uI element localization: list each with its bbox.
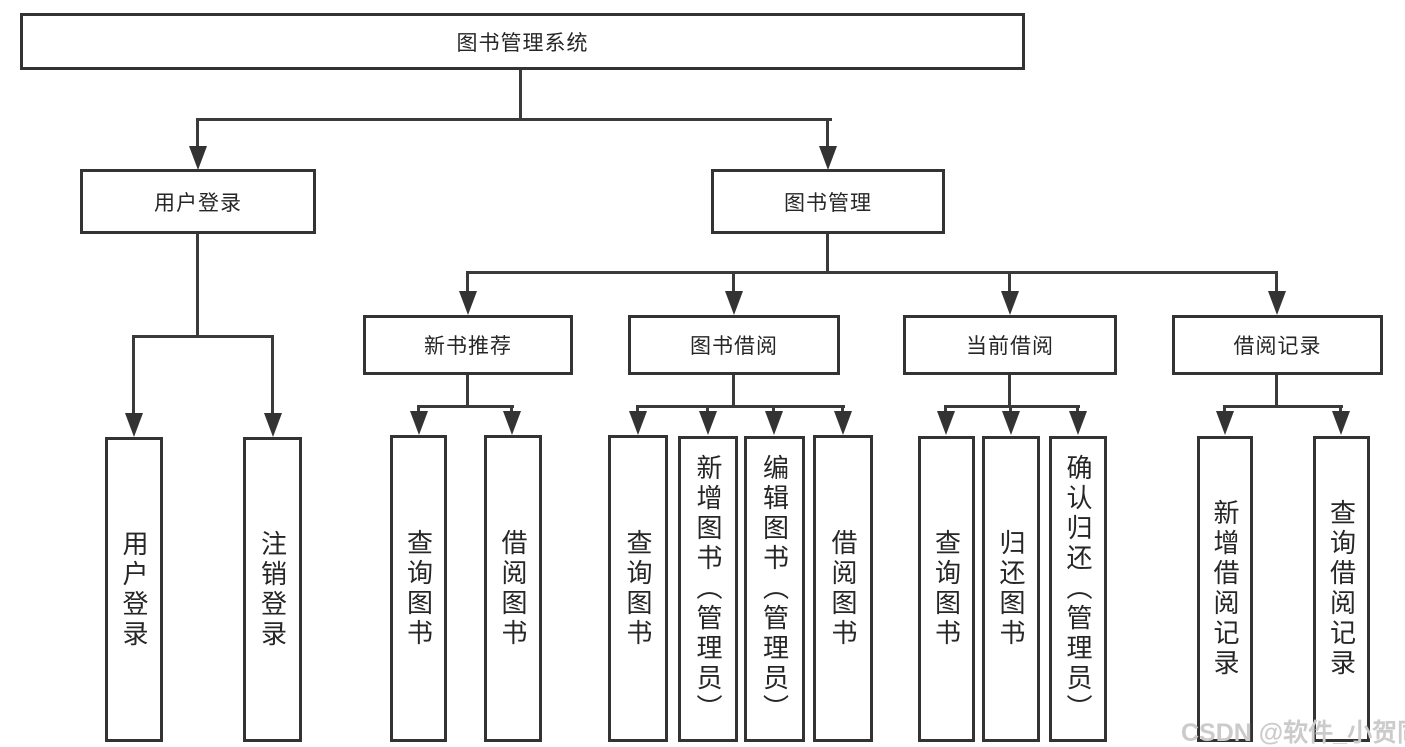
connector-line: [196, 234, 199, 335]
connector-line: [271, 335, 274, 415]
node-add-books-admin: 新增图书（管理员）: [678, 436, 738, 742]
node-user-login-leaf: 用户登录: [105, 437, 163, 742]
connector-line: [466, 271, 1278, 274]
node-library-management-system: 图书管理系统: [20, 13, 1025, 70]
connector-line: [826, 118, 829, 148]
arrow-down-icon: [189, 146, 207, 170]
node-current-borrowing: 当前借阅: [903, 315, 1117, 375]
node-query-borrow-record: 查询借阅记录: [1313, 436, 1370, 742]
node-return-books: 归还图书: [982, 436, 1040, 742]
arrow-down-icon: [699, 411, 717, 435]
node-label: 借阅图书: [828, 528, 858, 649]
connector-line: [826, 234, 829, 274]
connector-line: [196, 118, 199, 148]
arrow-down-icon: [503, 411, 521, 435]
node-new-book-recommendation: 新书推荐: [363, 315, 573, 375]
node-confirm-return-admin: 确认归还（管理员）: [1049, 436, 1107, 742]
arrow-down-icon: [264, 413, 282, 437]
arrow-down-icon: [765, 411, 783, 435]
node-label: 编辑图书（管理员）: [759, 454, 790, 724]
arrow-down-icon: [1268, 291, 1286, 315]
node-edit-books-admin: 编辑图书（管理员）: [744, 436, 805, 742]
node-book-management: 图书管理: [711, 169, 945, 234]
connector-line: [466, 375, 469, 408]
connector-line: [417, 405, 420, 413]
connector-line: [841, 405, 844, 413]
arrow-down-icon: [629, 411, 647, 435]
connector-line: [636, 405, 845, 408]
node-label: 注销登录: [257, 529, 288, 650]
connector-line: [466, 271, 469, 293]
node-label: 用户登录: [154, 191, 242, 215]
connector-line: [732, 375, 735, 408]
node-borrow-books-leaf: 借阅图书: [813, 435, 873, 742]
connector-line: [132, 335, 274, 338]
connector-line: [944, 405, 1080, 408]
connector-line: [1275, 375, 1278, 408]
node-add-borrow-record: 新增借阅记录: [1197, 436, 1253, 742]
node-label: 新增借阅记录: [1210, 499, 1240, 679]
arrow-down-icon: [1216, 411, 1234, 435]
connector-line: [1275, 271, 1278, 293]
node-logout-leaf: 注销登录: [243, 437, 302, 742]
node-label: 查询图书: [623, 528, 653, 649]
node-label: 借阅记录: [1233, 335, 1322, 358]
node-borrow-books-recommend: 借阅图书: [484, 435, 542, 742]
node-label: 确认归还（管理员）: [1063, 454, 1093, 724]
csdn-watermark: CSDN @软件_小贺同学: [1181, 719, 1405, 747]
node-user-login: 用户登录: [80, 169, 316, 234]
connector-line: [706, 405, 709, 413]
connector-line: [1009, 405, 1012, 413]
node-query-books-current: 查询图书: [918, 436, 975, 742]
node-label: 图书管理: [784, 191, 872, 215]
connector-line: [636, 405, 639, 413]
connector-line: [1223, 405, 1226, 413]
connector-line: [1008, 375, 1011, 408]
node-query-books-borrow: 查询图书: [608, 435, 668, 742]
arrow-down-icon: [1001, 291, 1019, 315]
node-label: 图书借阅: [690, 335, 778, 358]
arrow-down-icon: [125, 413, 143, 437]
node-label: 当前借阅: [966, 335, 1054, 358]
arrow-down-icon: [937, 411, 955, 435]
connector-line: [1076, 405, 1079, 413]
node-label: 归还图书: [996, 529, 1026, 649]
node-label: 查询借阅记录: [1326, 499, 1357, 679]
connector-line: [196, 118, 832, 121]
connector-line: [772, 405, 775, 413]
connector-line: [732, 271, 735, 293]
node-label: 查询图书: [931, 529, 962, 649]
node-label: 查询图书: [403, 528, 434, 649]
arrow-down-icon: [1332, 411, 1350, 435]
arrow-down-icon: [1002, 411, 1020, 435]
connector-line: [1008, 271, 1011, 293]
connector-line: [519, 70, 522, 118]
arrow-down-icon: [725, 291, 743, 315]
node-label: 图书管理系统: [456, 31, 589, 55]
node-book-borrowing: 图书借阅: [628, 315, 840, 375]
node-label: 新书推荐: [424, 335, 512, 358]
connector-line: [417, 405, 514, 408]
node-label: 新增图书（管理员）: [693, 454, 723, 724]
node-label: 用户登录: [119, 529, 149, 650]
arrow-down-icon: [410, 411, 428, 435]
arrow-down-icon: [834, 411, 852, 435]
connector-line: [944, 405, 947, 413]
connector-line: [510, 405, 513, 413]
arrow-down-icon: [819, 146, 837, 170]
node-query-books-recommend: 查询图书: [390, 435, 447, 742]
connector-line: [1223, 405, 1343, 408]
node-borrowing-records: 借阅记录: [1172, 315, 1383, 375]
arrow-down-icon: [459, 291, 477, 315]
connector-line: [132, 335, 135, 415]
connector-line: [1339, 405, 1342, 413]
node-label: 借阅图书: [498, 528, 528, 649]
arrow-down-icon: [1069, 411, 1087, 435]
